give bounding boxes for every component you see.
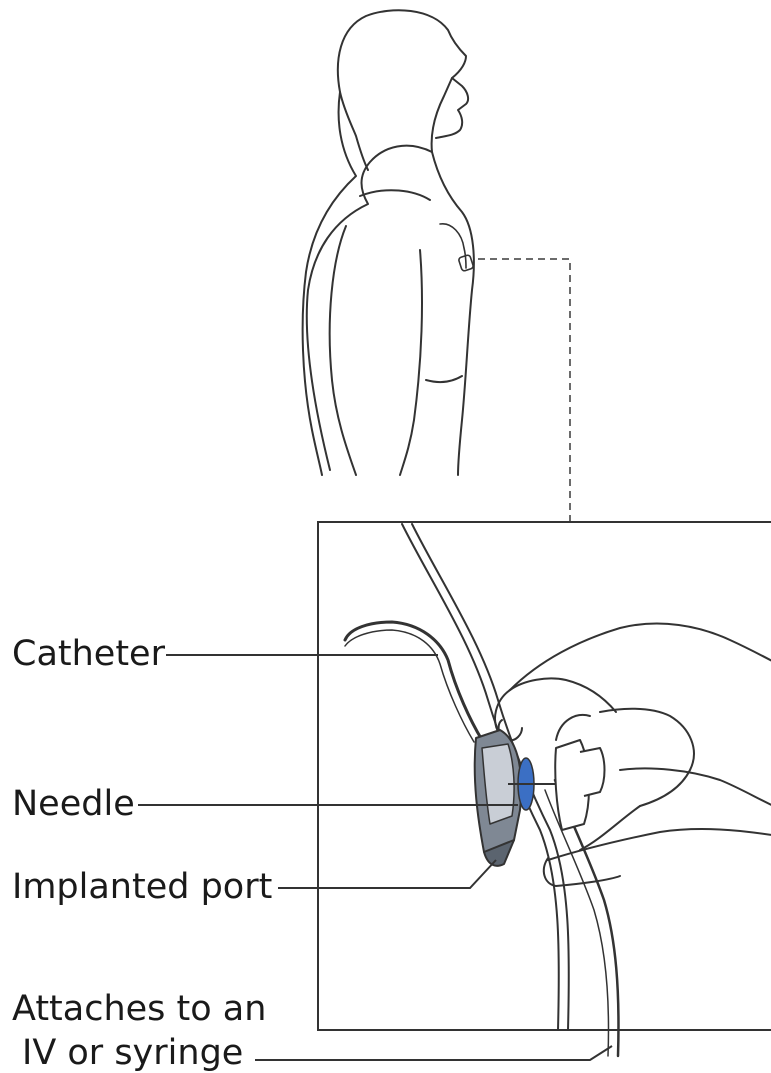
catheter-label: Catheter xyxy=(12,637,165,672)
person-silhouette xyxy=(303,10,474,475)
needle-label: Needle xyxy=(12,787,135,822)
attaches-label-line2: IV or syringe xyxy=(22,1036,243,1071)
attaches-leader xyxy=(255,1046,612,1060)
attaches-label-line1: Attaches to an xyxy=(12,992,266,1027)
implanted-port-label: Implanted port xyxy=(12,870,272,905)
dashed-connector xyxy=(478,259,570,522)
implanted-port xyxy=(475,730,534,866)
implanted-port-leader xyxy=(278,860,496,888)
